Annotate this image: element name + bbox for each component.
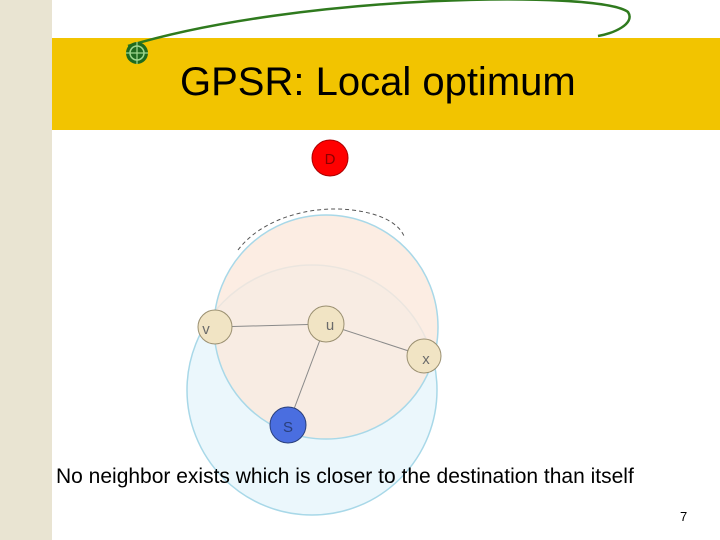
node-u: u xyxy=(307,305,345,343)
dashed-arc xyxy=(237,208,405,251)
left-decorative-strip xyxy=(0,0,52,540)
node-v-label: v xyxy=(202,321,210,338)
node-x-label: x xyxy=(422,351,430,368)
title-bar xyxy=(52,38,720,130)
node-d-label: D xyxy=(325,151,336,168)
node-s-label: S xyxy=(283,419,293,436)
node-d: D xyxy=(311,139,349,177)
page-number: 7 xyxy=(680,509,688,524)
node-s: S xyxy=(269,406,307,444)
node-v: v xyxy=(197,309,233,345)
decorative-swoosh xyxy=(127,0,631,48)
edge-v-u xyxy=(214,323,327,328)
globe-icon xyxy=(126,42,148,64)
node-x: x xyxy=(406,338,442,374)
node-u-label: u xyxy=(326,317,334,334)
slide-title: GPSR: Local optimum xyxy=(180,60,576,104)
body-text: No neighbor exists which is closer to th… xyxy=(56,465,634,488)
